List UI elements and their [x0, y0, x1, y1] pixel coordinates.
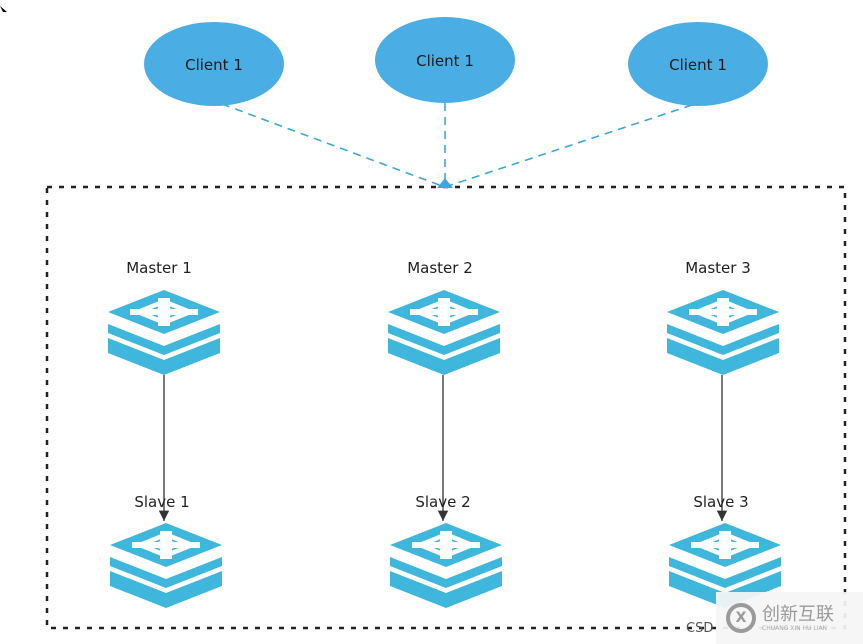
slave-2-label: Slave 2: [415, 493, 470, 511]
watermark-logo-icon: X: [726, 603, 756, 633]
cursor-icon: [0, 6, 7, 12]
client-1-label: Client 1: [185, 56, 243, 74]
partial-watermark-text: CSD: [686, 621, 713, 636]
master-1-label: Master 1: [126, 259, 192, 277]
master-3-label: Master 3: [685, 259, 751, 277]
watermark: X 创新互联 CHUANG XIN HU LIAN: [716, 592, 863, 644]
watermark-subtext: CHUANG XIN HU LIAN: [762, 624, 828, 632]
master-1-redis-icon[interactable]: [108, 290, 220, 375]
slave-1-redis-icon[interactable]: [110, 523, 222, 608]
client-3[interactable]: Client 1: [628, 22, 768, 106]
slave-3-label: Slave 3: [693, 493, 748, 511]
master-2-redis-icon[interactable]: [388, 290, 500, 375]
slave-1-label: Slave 1: [134, 493, 189, 511]
edge-client-1: [221, 103, 443, 187]
master-2-label: Master 2: [407, 259, 473, 277]
watermark-text: 创新互联: [762, 603, 834, 625]
edge-client-3: [447, 104, 693, 187]
slave-2-redis-icon[interactable]: [390, 523, 502, 608]
client-1[interactable]: Client 1: [144, 22, 284, 106]
client-2-label: Client 1: [416, 52, 474, 70]
replication-arrows: [158, 375, 728, 521]
entry-point: [437, 178, 453, 188]
client-connections: [221, 103, 693, 187]
client-2[interactable]: Client 1: [375, 17, 515, 103]
master-3-redis-icon[interactable]: [667, 290, 779, 375]
client-3-label: Client 1: [669, 56, 727, 74]
